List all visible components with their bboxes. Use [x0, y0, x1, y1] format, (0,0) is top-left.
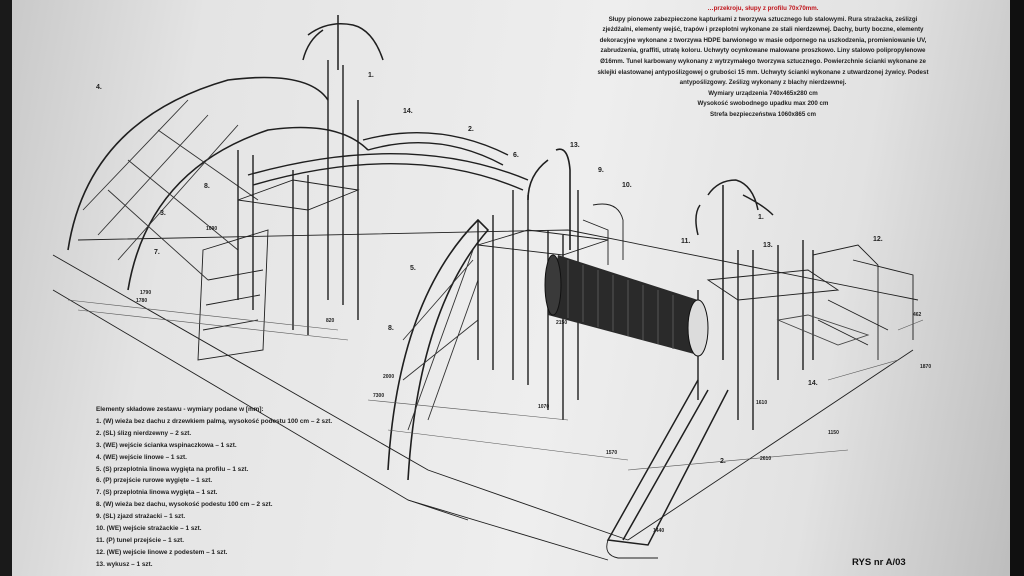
legend-item: 12. (WE) wejście linowe z podestem – 1 s…	[96, 548, 228, 556]
monitor-bezel-left	[0, 0, 12, 576]
spec-line: Ø16mm. Tunel karbowany wykonany z wytrzy…	[600, 57, 926, 65]
spec-line-top: …przekroju, słupy z profilu 70x70mm.	[707, 5, 819, 12]
dimension-label: 1570	[606, 450, 618, 456]
legend-item: 7. (S) przeplotnia linowa wygięta – 1 sz…	[96, 489, 218, 497]
slide	[606, 539, 658, 559]
monitor-screen: …przekroju, słupy z profilu 70x70mm. Słu…	[8, 0, 1012, 576]
part-label: 12.	[873, 236, 883, 243]
dimension-label: 462	[913, 312, 922, 318]
spec-text-block: …przekroju, słupy z profilu 70x70mm. Słu…	[553, 4, 973, 121]
legend-item: 1. (W) wieża bez dachu z drzewkiem palmą…	[96, 417, 333, 425]
spec-line: antypoślizgowy. Ześlizg wykonany z blach…	[679, 79, 847, 87]
part-label: 7.	[154, 249, 160, 256]
ground-line	[407, 349, 914, 541]
legend-item: 11. (P) tunel przejście – 1 szt.	[96, 536, 185, 544]
legend-item: 2. (SL) ślizg nierdzewny – 2 szt.	[96, 429, 192, 437]
arch-climber	[127, 126, 369, 291]
spec-line: sklejki elastowanej antypoślizgowej o gr…	[597, 68, 929, 76]
rope-structure	[812, 244, 914, 360]
dimension-label: 1070	[538, 404, 550, 410]
tower-post	[237, 60, 359, 335]
fireman-pole	[527, 159, 549, 201]
overhead-pipe	[247, 153, 529, 191]
part-label: 4.	[96, 84, 102, 91]
dimension-label: 1780	[136, 298, 148, 304]
sheet-number: RYS nr A/03	[852, 557, 906, 568]
part-label: 11.	[681, 238, 691, 245]
dimension-label: 1090	[206, 226, 218, 232]
dimension-label: 1440	[653, 528, 665, 534]
spec-fall-height: Wysokość swobodnego upadku max 200 cm	[697, 100, 829, 108]
palm-tree-icon	[695, 179, 774, 360]
dimension-label: 7300	[373, 393, 385, 399]
arch-net-front	[387, 218, 490, 481]
spec-line: Słupy pionowe zabezpieczone kapturkami z…	[608, 15, 918, 23]
palm-tree-icon	[302, 15, 384, 70]
fireman-pole	[555, 148, 571, 250]
part-label: 1.	[368, 72, 374, 79]
spec-safety-zone: Strefa bezpieczeństwa 1060x865 cm	[710, 110, 816, 118]
dimension-label: 820	[326, 318, 335, 324]
arch-climber	[67, 76, 329, 251]
playground-technical-drawing	[52, 15, 924, 561]
part-label: 3.	[160, 210, 166, 217]
dimension-label: 1870	[920, 364, 932, 370]
legend-item: 13. wykusz – 1 szt.	[96, 560, 153, 568]
part-label: 13.	[763, 242, 773, 249]
part-label: 9.	[598, 167, 604, 174]
spec-line: zabrudzenia, graffiti, utratę koloru. Uc…	[600, 47, 926, 55]
part-label: 1.	[758, 214, 764, 221]
net-platform	[776, 314, 870, 346]
dimension-label: 2610	[760, 456, 772, 462]
rope-ladder	[197, 229, 269, 361]
dimension-label: 1150	[828, 430, 839, 436]
dimension-label: 2000	[383, 374, 395, 380]
legend-item: 10. (WE) wejście strażackie – 1 szt.	[96, 525, 202, 533]
arch-net-front	[402, 249, 479, 431]
part-label: 8.	[204, 183, 210, 190]
part-label: 2.	[720, 458, 726, 465]
tower-deck	[706, 269, 840, 301]
legend-item: 6. (P) przejście rurowe wygięte – 1 szt.	[96, 477, 213, 485]
overhead-pipe	[362, 132, 509, 166]
legend-title: Elementy składowe zestawu - wymiary poda…	[96, 406, 264, 413]
part-label: 13.	[570, 142, 580, 149]
part-label: 14.	[808, 380, 818, 387]
parts-legend: Elementy składowe zestawu - wymiary poda…	[96, 404, 332, 571]
legend-item: 3. (WE) wejście ścianka wspinaczkowa – 1…	[96, 441, 237, 449]
tower-deck	[237, 179, 360, 211]
part-label: 2.	[468, 126, 474, 133]
corrugated-tunnel	[544, 254, 709, 357]
part-label: 14.	[403, 108, 413, 115]
tower-post	[477, 190, 579, 420]
part-label: 5.	[410, 265, 416, 272]
spec-line: dekoracyjne wykonane z tworzywa HDPE bar…	[599, 36, 927, 44]
slide	[606, 379, 729, 546]
part-label: 8.	[388, 325, 394, 332]
dimension-line	[67, 299, 924, 471]
handrail	[582, 203, 624, 265]
dimension-label: 1790	[140, 290, 152, 296]
dimension-label: 1610	[756, 400, 768, 406]
part-label: 10.	[622, 182, 632, 189]
arch-net	[82, 99, 259, 281]
legend-item: 5. (S) przeplotnia linowa wygięta na pro…	[96, 465, 249, 473]
dimension-label: 2150	[556, 320, 568, 326]
spec-line: zjeżdżalni, elementy wejść, trapów i prz…	[602, 26, 924, 34]
spec-dimensions: Wymiary urządzenia 740x465x280 cm	[708, 89, 818, 97]
legend-item: 8. (W) wieża bez dachu, wysokość podestu…	[96, 501, 273, 509]
part-label: 6.	[513, 152, 519, 159]
legend-item: 9. (SL) zjazd strażacki – 1 szt.	[96, 513, 186, 521]
legend-item: 4. (WE) wejście linowe – 1 szt.	[96, 453, 187, 461]
monitor-bezel-right	[1010, 0, 1024, 576]
